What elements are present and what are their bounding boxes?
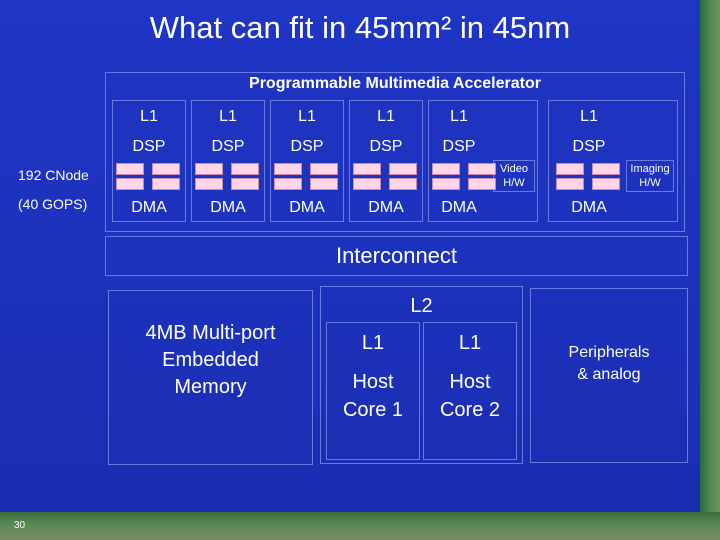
l1-label: L1 — [580, 108, 598, 125]
page-number: 30 — [14, 520, 26, 531]
pma-title: Programmable Multimedia Accelerator — [249, 75, 541, 92]
host-core-2-core: Core 2 — [439, 399, 501, 421]
dma-label: DMA — [571, 199, 607, 216]
l2-box — [320, 286, 523, 464]
memory-label-3: Memory — [174, 376, 247, 398]
dsp-tile-box — [270, 100, 344, 222]
host-core-1-core: Core 1 — [342, 399, 404, 421]
memory-label-2: Embedded — [162, 349, 259, 371]
cnode-block — [152, 163, 180, 175]
cnode-block — [432, 163, 460, 175]
host-core-2-l1: L1 — [458, 332, 482, 354]
cnode-block — [389, 178, 417, 190]
cnode-block — [310, 178, 338, 190]
host-core-1-host: Host — [352, 371, 394, 393]
l1-label: L1 — [377, 108, 395, 125]
memory-box — [108, 290, 313, 465]
l1-label: L1 — [140, 108, 158, 125]
cnode-block — [432, 178, 460, 190]
dma-label: DMA — [131, 199, 167, 216]
dsp-tile-box — [112, 100, 186, 222]
decorative-strip-right — [700, 0, 720, 540]
video-hw-label-2: H/W — [503, 177, 525, 189]
gops-label: (40 GOPS) — [18, 196, 88, 212]
cnode-block — [468, 178, 496, 190]
cnode-block — [556, 163, 584, 175]
imaging-hw-label-1: Imaging — [630, 163, 670, 175]
cnode-block — [274, 178, 302, 190]
video-hw-box — [493, 160, 535, 192]
cnode-block — [389, 163, 417, 175]
dsp-label: DSP — [572, 138, 606, 155]
cnode-block — [195, 163, 223, 175]
dma-label: DMA — [210, 199, 246, 216]
host-core-1-l1: L1 — [361, 332, 385, 354]
host-core-2-box — [423, 322, 517, 460]
imaging-hw-label-2: H/W — [639, 177, 661, 189]
slide-title: What can fit in 45mm² in 45nm — [149, 10, 571, 45]
host-core-1-box — [326, 322, 420, 460]
dsp-label: DSP — [442, 138, 476, 155]
peripherals-box — [530, 288, 688, 463]
dma-label: DMA — [368, 199, 404, 216]
l1-label: L1 — [450, 108, 468, 125]
memory-label-1: 4MB Multi-port — [145, 322, 276, 344]
cnode-block — [592, 178, 620, 190]
cnode-block — [116, 163, 144, 175]
dsp-label: DSP — [290, 138, 324, 155]
dsp-tile-box — [428, 100, 538, 222]
l1-label: L1 — [219, 108, 237, 125]
dsp-tile-box — [548, 100, 678, 222]
cnode-block — [556, 178, 584, 190]
cnode-block — [353, 178, 381, 190]
l2-label: L2 — [410, 295, 433, 317]
cnode-block — [353, 163, 381, 175]
imaging-hw-box — [626, 160, 674, 192]
pma-box — [105, 72, 685, 232]
cnode-block — [152, 178, 180, 190]
dsp-tile-box — [191, 100, 265, 222]
cnode-block — [231, 163, 259, 175]
dsp-label: DSP — [211, 138, 245, 155]
dsp-tile-box — [349, 100, 423, 222]
cnode-block — [468, 163, 496, 175]
cnode-block — [116, 178, 144, 190]
interconnect-label: Interconnect — [335, 243, 458, 268]
video-hw-label-1: Video — [500, 163, 528, 175]
cnode-count-label: 192 CNode — [18, 167, 89, 183]
decorative-strip-bottom — [0, 512, 720, 540]
dsp-label: DSP — [369, 138, 403, 155]
host-core-2-host: Host — [449, 371, 491, 393]
cnode-block — [231, 178, 259, 190]
l1-label: L1 — [298, 108, 316, 125]
peripherals-label-2: & analog — [577, 366, 641, 383]
peripherals-label-1: Peripherals — [568, 344, 650, 361]
dsp-label: DSP — [132, 138, 166, 155]
interconnect-box — [105, 236, 688, 276]
cnode-block — [274, 163, 302, 175]
dma-label: DMA — [289, 199, 325, 216]
cnode-block — [310, 163, 338, 175]
cnode-block — [592, 163, 620, 175]
dma-label: DMA — [441, 199, 477, 216]
cnode-block — [195, 178, 223, 190]
